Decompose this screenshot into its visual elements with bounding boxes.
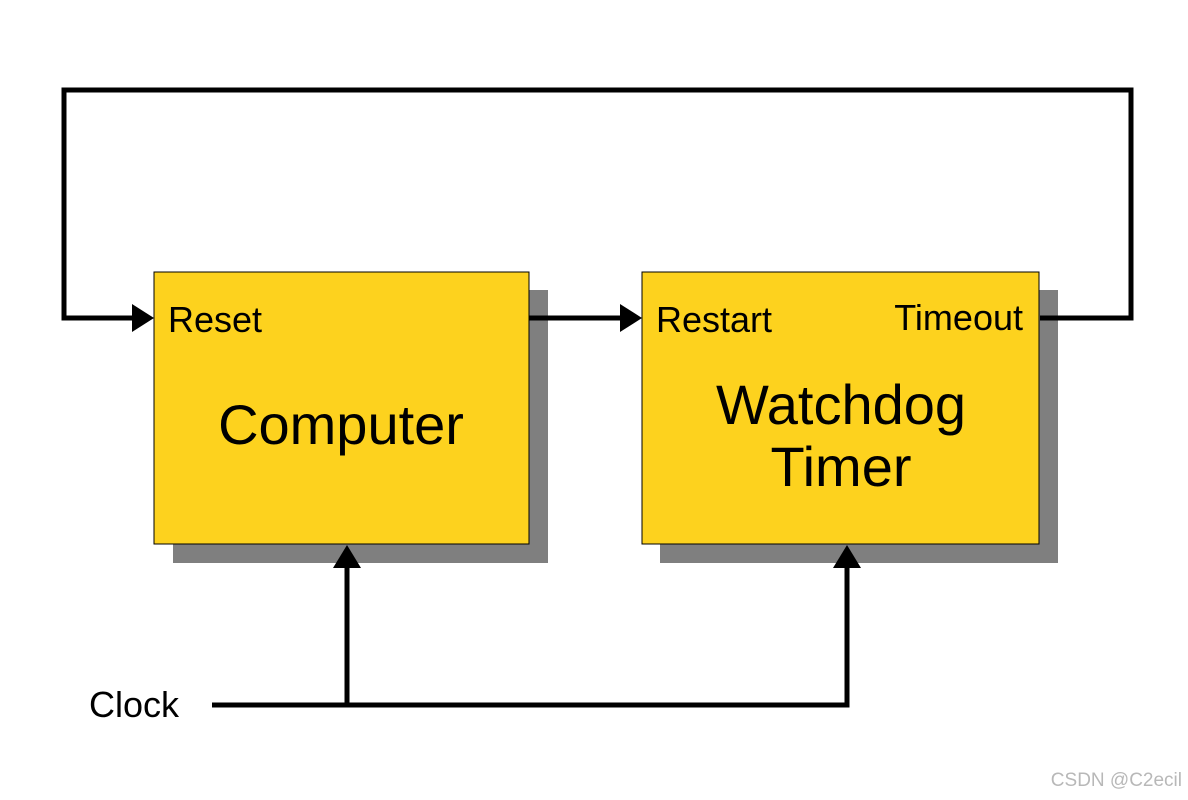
- watermark-text: CSDN @C2ecil: [1051, 770, 1182, 791]
- restart-arrowhead: [620, 304, 642, 332]
- computer-block: [153, 271, 530, 545]
- timeout-to-reset-connector: [61, 87, 1134, 321]
- watchdog-clock-arrowhead: [833, 545, 861, 568]
- watchdog-title-line1: Watchdog: [716, 373, 966, 436]
- restart-port-label: Restart: [656, 299, 772, 340]
- reset-arrowhead: [132, 304, 154, 332]
- computer-title: Computer: [218, 393, 464, 456]
- watchdog-timer-block: [641, 271, 1040, 545]
- reset-port-label: Reset: [168, 299, 262, 340]
- watchdog-title-line2: Timer: [770, 435, 911, 498]
- clock-line: [212, 568, 850, 708]
- timeout-port-label: Timeout: [894, 297, 1023, 338]
- computer-clock-arrowhead: [333, 545, 361, 568]
- clock-label: Clock: [89, 684, 180, 725]
